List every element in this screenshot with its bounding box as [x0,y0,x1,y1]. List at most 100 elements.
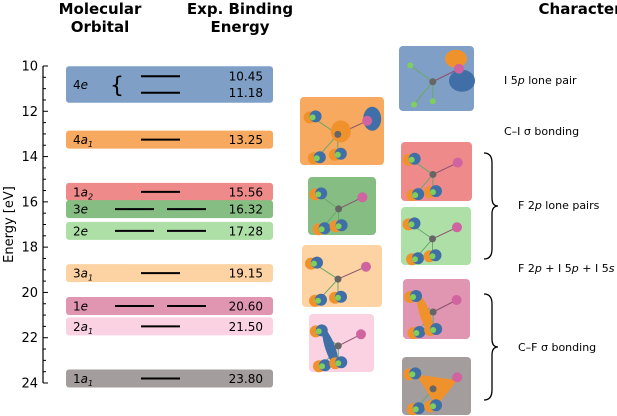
energy-value: 15.56 [229,185,263,199]
character-text: lone pairs [541,199,600,212]
fluorine-atom [335,294,341,301]
fluorine-atom [429,253,436,260]
fluorine-atom [407,62,414,69]
y-tick-label: 14 [21,150,38,165]
energy-value: 13.25 [229,133,263,147]
iodine-atom [451,295,462,305]
y-tick-label: 22 [21,331,38,346]
header-molecular-orbital: Molecular Orbital [35,0,165,36]
energy-value: 16.32 [229,203,263,217]
brace-f2p-lone-pairs [483,152,499,260]
iodine-atom [452,222,462,233]
y-tick-label: 12 [21,105,38,120]
y-tick-label: 20 [21,286,38,301]
orbital-image-1a1 [402,357,471,416]
character-label-ci-bonding: C–I σ bonding [504,125,579,138]
fluorine-atom [409,371,416,378]
orbital-image-1e [403,279,470,339]
character-label-f2p-lone: F 2p lone pairs [518,199,599,212]
iodine-atom [454,63,464,74]
fluorine-atom [412,192,419,199]
fluorine-atom [335,223,342,230]
orbital-image-4e [399,46,475,111]
fluorine-atom [408,221,415,228]
character-label-mixed: F 2p + I 5p + I 5s [518,262,614,275]
carbon-atom [335,205,343,213]
energy-value: 21.50 [229,320,263,334]
fluorine-atom [413,330,420,336]
fluorine-atom [410,294,417,300]
character-text: lone pair [524,74,577,87]
fluorine-atom [334,151,341,158]
fluorine-atom [430,403,437,410]
orbital-image-2e [401,207,471,266]
fluorine-atom [430,327,437,333]
energy-value: 11.18 [229,86,263,100]
iodine-atom [452,157,463,168]
character-text: F 2 [518,262,535,275]
iodine-atom [357,192,368,203]
lobe [416,294,434,330]
orbital-row-4a1: 4a1 13.25 [66,130,273,149]
energy-value: 23.80 [229,372,263,386]
orbital-row-2a1: 2a1 21.50 [66,317,273,336]
fluorine-atom [315,297,321,304]
header-orbital-line1: Molecular [58,0,142,18]
orbital-image-4a1 [300,97,384,165]
orbital-image-3e [308,177,376,236]
bond [413,81,434,105]
orbital-band [66,66,273,103]
carbon-atom [429,170,437,178]
orbital-image-3a1 [302,245,382,307]
character-text: p [534,262,542,275]
character-text: p [517,74,525,87]
character-label-i5p: I 5p lone pair [504,74,577,87]
y-tick-label: 16 [21,195,38,210]
orbital-label: 2e [73,224,88,238]
iodine-atom [356,329,366,340]
header-energy-line2: Energy [210,18,270,36]
fluorine-atom [315,191,322,198]
iodine-atom [362,115,373,126]
orbital-label: 3a1 [73,267,93,283]
y-tick-label: 24 [21,377,38,392]
orbital-label: 4e [73,78,88,92]
fluorine-atom [319,363,325,370]
orbital-label: 3e [73,203,88,217]
character-text: + I 5 [578,262,609,275]
character-label-cf-bonding: C–F σ bonding [518,341,596,354]
character-text: F 2 [518,199,535,212]
character-text: + I 5 [541,262,572,275]
brace-cf-bonding [483,293,499,401]
orbital-row-3e: 3e 16.32 [66,200,273,219]
orbital-label: 1e [73,300,88,314]
carbon-atom [334,130,342,138]
fluorine-atom [412,256,418,263]
brace-symbol: { [110,73,124,98]
orbital-image-1a2 [401,142,472,202]
header-character: Character [538,0,617,18]
character-text: I 5 [504,74,518,87]
fluorine-atom [309,114,316,121]
carbon-atom [429,78,437,86]
header-energy-line1: Exp. Binding [186,0,294,18]
negative-lobe [449,69,475,92]
iodine-atom [452,372,463,383]
positive-lobe [330,120,351,143]
carbon-atom [429,235,436,243]
character-text: C–F σ bonding [518,341,597,354]
orbital-label: 4a1 [73,133,93,149]
carbon-atom [334,275,342,283]
orbital-label: 2a1 [73,320,93,336]
y-axis-label: Energy [eV] [2,186,17,263]
fluorine-atom [315,328,322,335]
fluorine-atom [429,189,436,196]
carbon-atom [334,342,342,350]
fluorine-atom [412,406,419,413]
